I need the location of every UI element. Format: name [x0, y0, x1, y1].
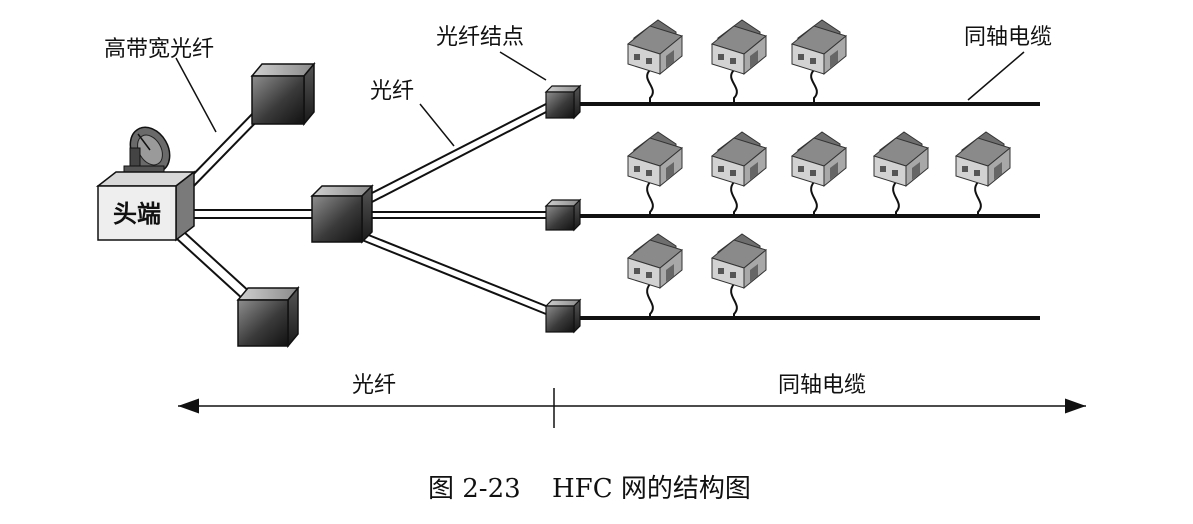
headend-label: 头端	[113, 200, 161, 228]
label-coax: 同轴电缆	[964, 25, 1052, 50]
label-fiber-node: 光纤结点	[436, 25, 524, 50]
houses	[627, 19, 1011, 289]
headend: 头端	[95, 126, 197, 242]
coax-lines	[576, 102, 1040, 320]
span-indicator: 光纤 同轴电缆	[178, 373, 1086, 428]
house-icon	[873, 131, 929, 187]
house-icon	[627, 131, 683, 187]
hub-box-middle	[310, 184, 374, 244]
fiber-node-bottom	[544, 298, 582, 334]
figure-caption: 图 2-23 HFC 网的结构图	[428, 474, 751, 504]
label-wideband-fiber: 高带宽光纤	[104, 37, 214, 62]
house-icon	[711, 131, 767, 187]
label-fiber: 光纤	[370, 79, 414, 104]
house-icon	[627, 233, 683, 289]
house-icon	[955, 131, 1011, 187]
span-label-fiber: 光纤	[352, 373, 396, 398]
distribution-box-upper	[250, 61, 316, 127]
house-icon	[711, 233, 767, 289]
fiber-node-middle	[544, 198, 582, 232]
house-icon	[791, 19, 847, 75]
span-label-coax: 同轴电缆	[778, 373, 866, 398]
callout-lines	[175, 51, 1025, 147]
caption-number: 图 2-23	[428, 474, 521, 504]
satellite-dish-icon	[123, 126, 171, 177]
house-icon	[711, 19, 767, 75]
house-icon	[791, 131, 847, 187]
distribution-box-lower	[236, 285, 300, 349]
fiber-links	[175, 103, 551, 315]
house-icon	[627, 19, 683, 75]
house-drops	[646, 69, 982, 318]
caption-title: HFC 网的结构图	[552, 474, 751, 504]
fiber-node-top	[544, 84, 582, 120]
